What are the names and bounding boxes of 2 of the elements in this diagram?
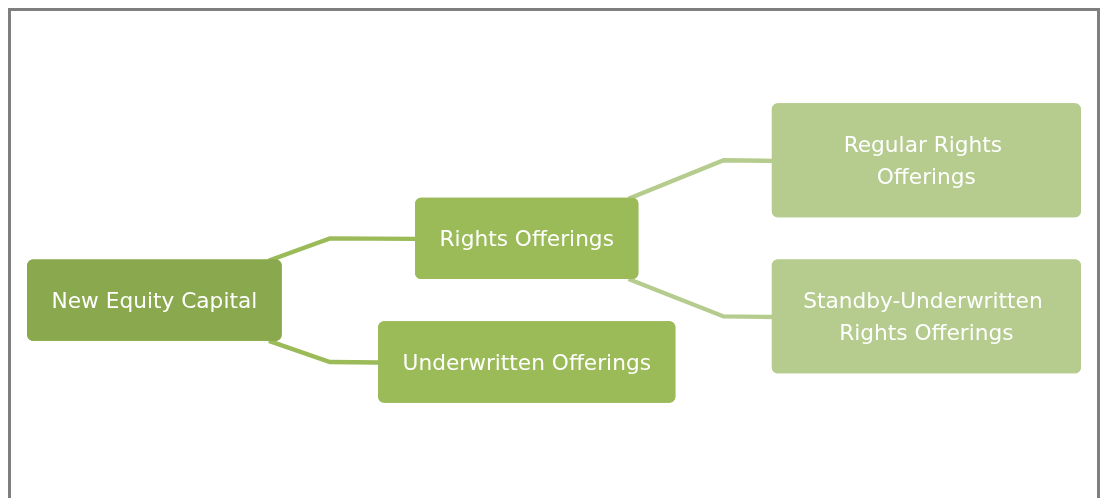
connector — [627, 276, 773, 319]
connector — [627, 157, 773, 201]
